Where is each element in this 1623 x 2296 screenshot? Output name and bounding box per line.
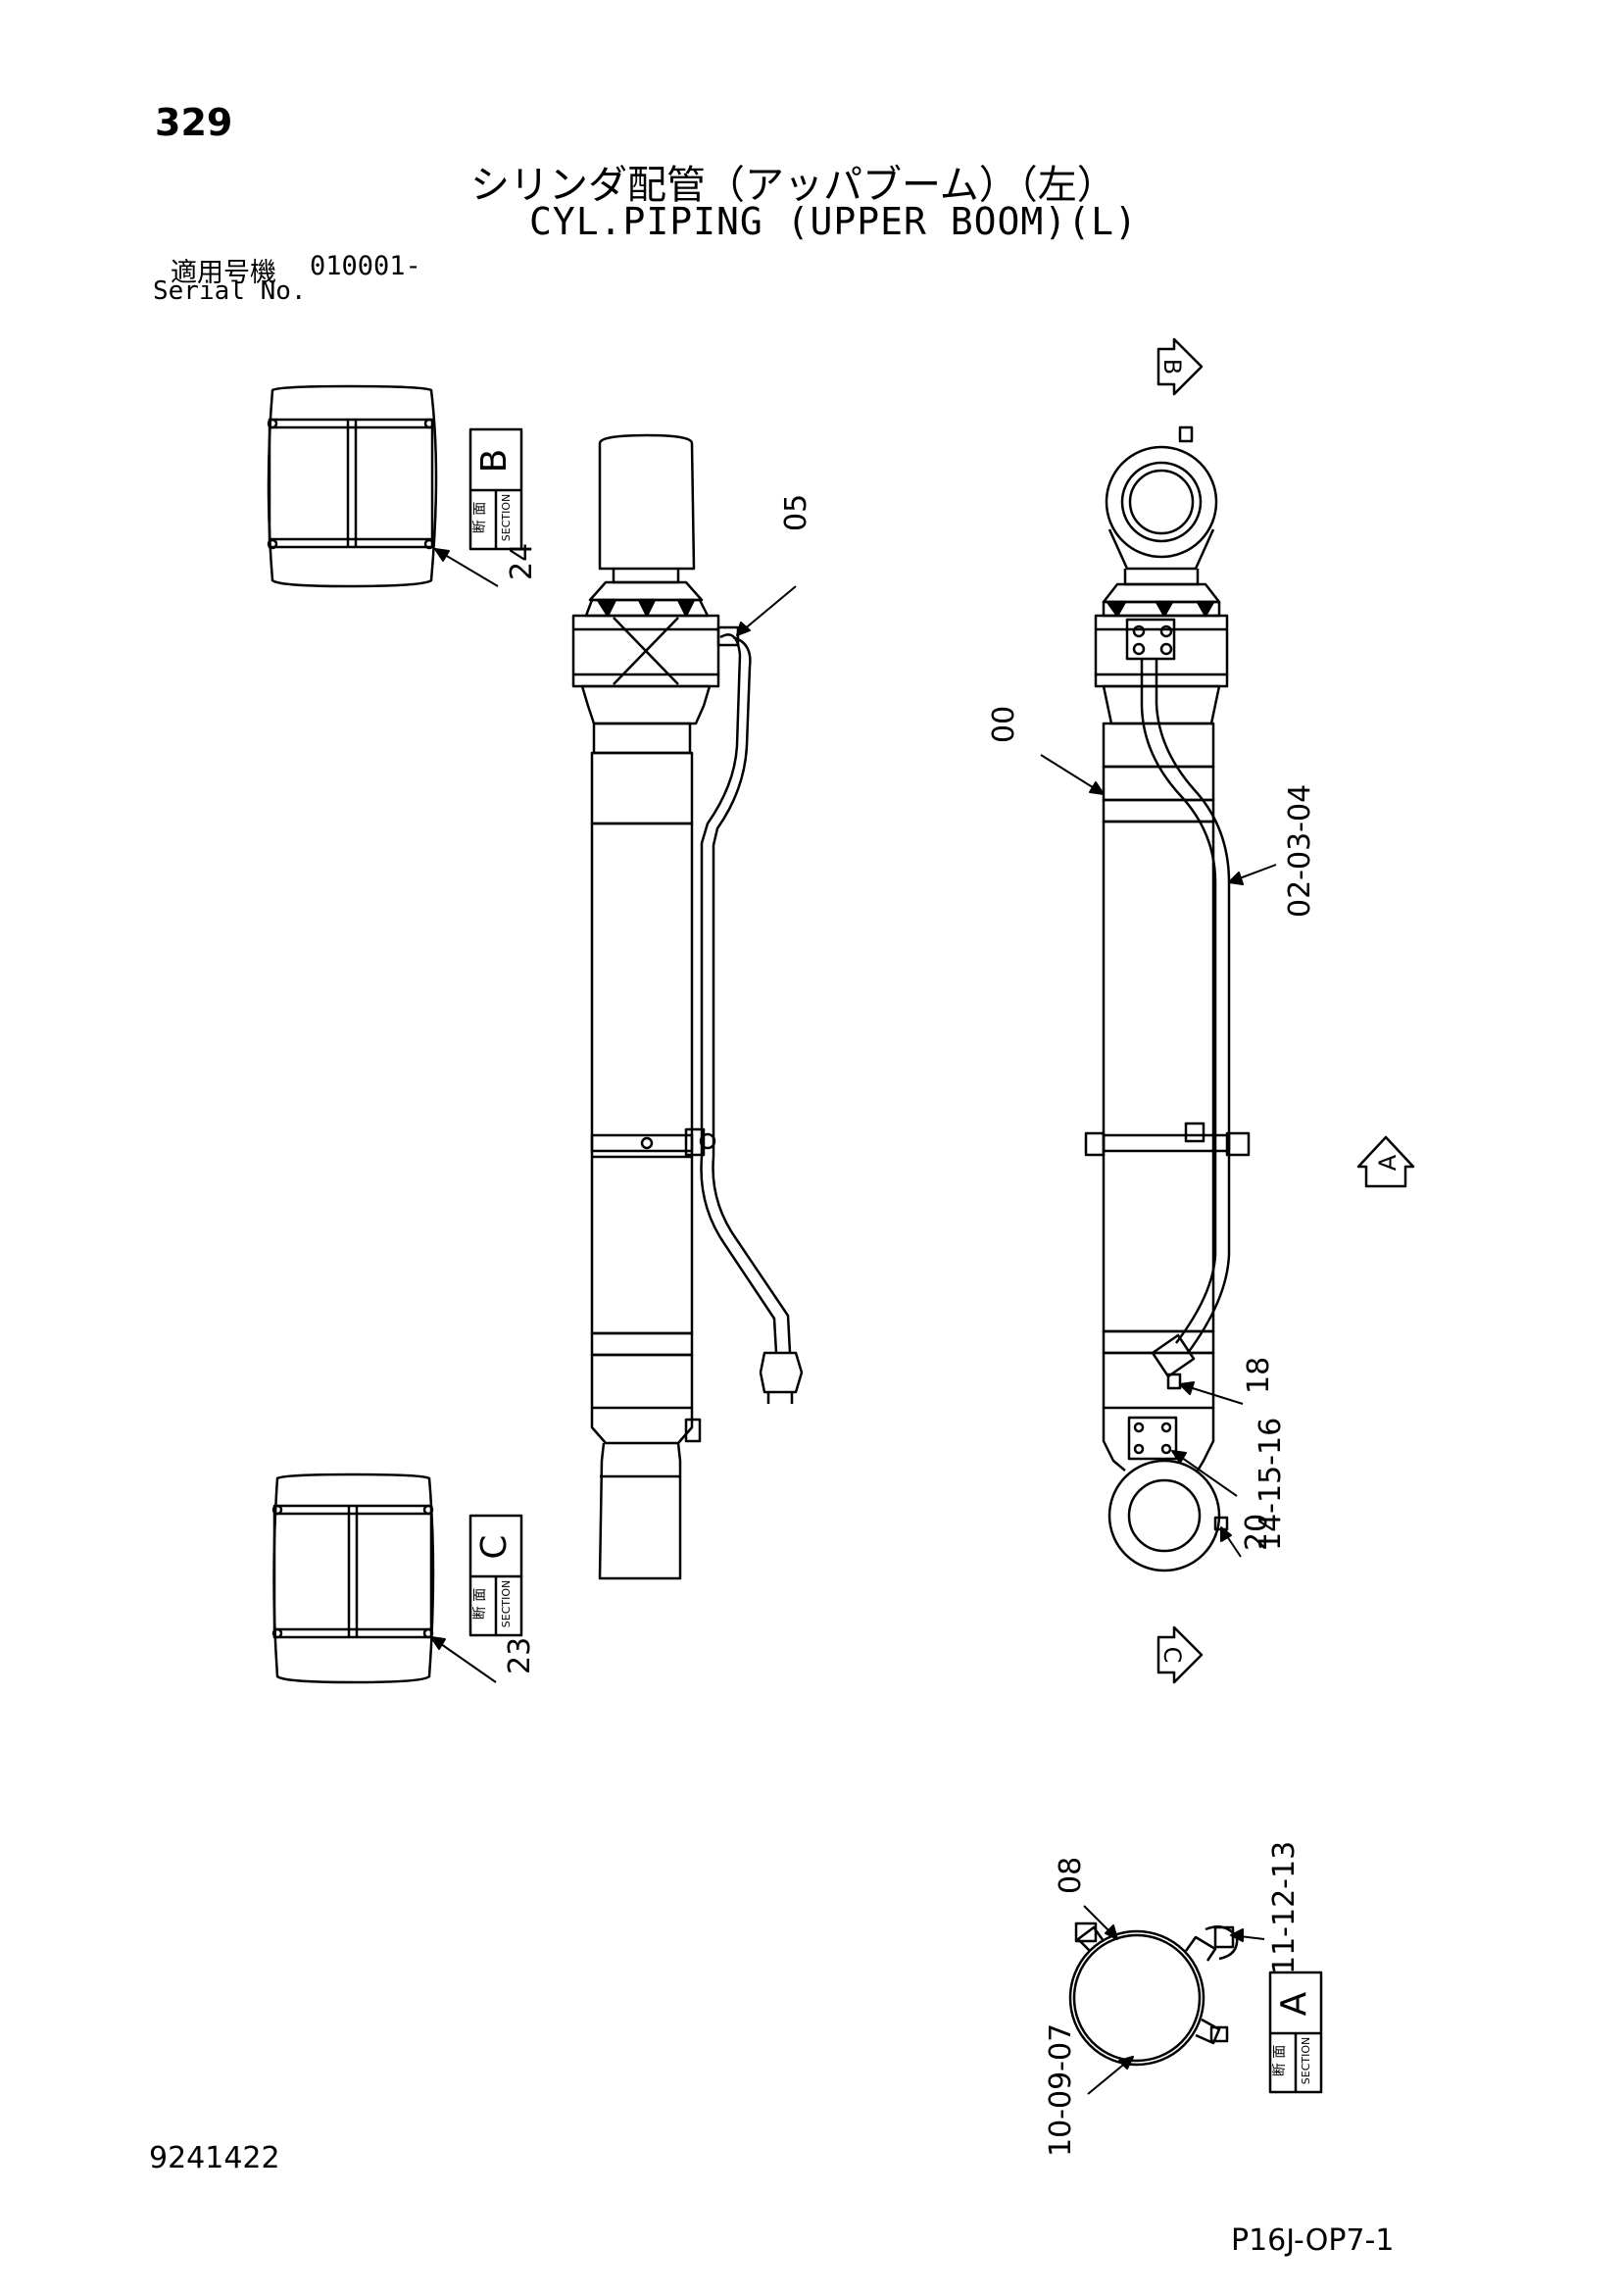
section-c-label: C 断 面 SECTION: [468, 1514, 523, 1637]
callout-02-03-04: 02-03-04: [1283, 784, 1317, 918]
front-view-cylinder: [1084, 425, 1251, 1572]
section-b-label: B 断 面 SECTION: [468, 427, 523, 551]
section-a-word-en: SECTION: [1300, 2037, 1312, 2084]
callout-10-09-07: 10-09-07: [1044, 2023, 1078, 2157]
callout-11-12-13: 11-12-13: [1267, 1841, 1302, 1974]
view-arrow-c-letter: C: [1158, 1647, 1186, 1664]
title-english: CYL.PIPING (UPPER BOOM)(L): [529, 200, 1138, 243]
view-arrow-c: C: [1156, 1625, 1204, 1684]
side-view-cylinder: [571, 433, 804, 1580]
page-code: P16J-OP7-1: [1231, 2223, 1395, 2258]
view-arrow-a-letter: A: [1374, 1154, 1402, 1171]
callout-20: 20: [1240, 1514, 1274, 1551]
section-a-label: A 断 面 SECTION: [1268, 1971, 1323, 2094]
section-c-word-en: SECTION: [500, 1580, 513, 1627]
section-c-view: [271, 1472, 435, 1684]
callout-labels: 24 05 23 00 02-03-04 18 14-15-16 20 08 1…: [503, 494, 1317, 2157]
view-arrow-b-letter: B: [1158, 359, 1186, 374]
section-c-word-jp: 断 面: [472, 1588, 488, 1620]
callout-24: 24: [505, 543, 539, 580]
serial-label-english: Serial No.: [153, 276, 307, 306]
leader-lines: [430, 548, 1277, 2095]
section-c-letter: C: [474, 1534, 515, 1559]
callout-08: 08: [1054, 1857, 1088, 1894]
document-number: 9241422: [149, 2141, 280, 2175]
callout-14-15-16: 14-15-16: [1254, 1418, 1288, 1551]
serial-number: 010001-: [310, 251, 421, 281]
view-arrow-b: B: [1156, 337, 1204, 396]
section-b-word-jp: 断 面: [472, 502, 488, 533]
section-a-word-jp: 断 面: [1272, 2045, 1288, 2076]
title-japanese: シリンダ配管（アッパブーム）（左）: [470, 163, 1116, 208]
section-b-view: [267, 384, 438, 588]
serial-label-japanese: 適用号機: [171, 258, 276, 288]
callout-18: 18: [1242, 1357, 1276, 1394]
page-number: 329: [155, 101, 233, 144]
section-a-view: [1068, 1922, 1239, 2067]
callout-23: 23: [503, 1637, 537, 1674]
section-b-word-en: SECTION: [500, 494, 513, 541]
callout-05: 05: [779, 494, 813, 531]
view-arrow-a: A: [1356, 1135, 1415, 1188]
section-a-letter: A: [1274, 1991, 1314, 2016]
section-b-letter: B: [474, 449, 515, 474]
callout-00: 00: [987, 706, 1021, 743]
